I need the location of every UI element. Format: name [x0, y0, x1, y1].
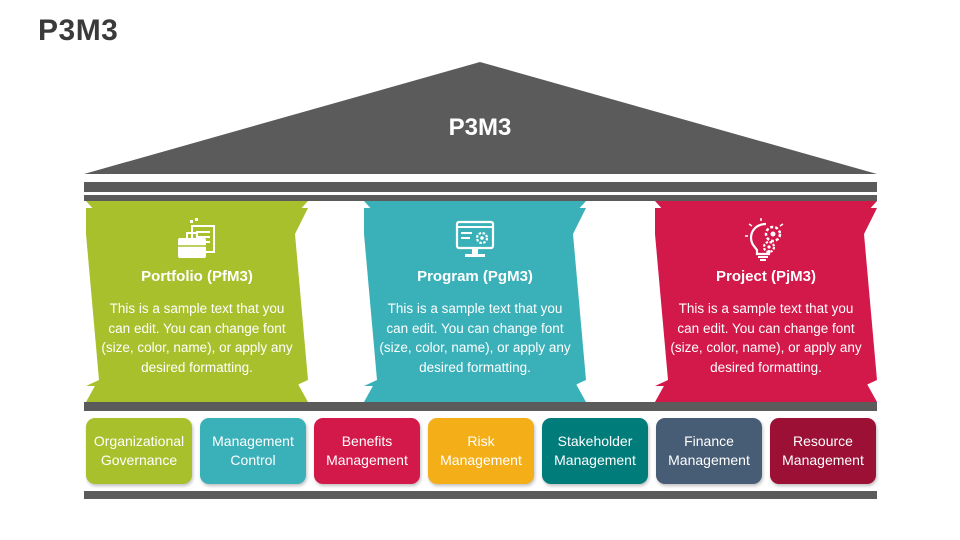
pillar-program-bottom-notch	[364, 384, 586, 402]
monitor-gear-icon	[448, 218, 502, 262]
pillar-program: Program (PgM3) This is a sample text tha…	[364, 216, 586, 386]
pillar-project: Project (PjM3) This is a sample text tha…	[655, 216, 877, 386]
base-item-label: Finance Management	[668, 433, 750, 468]
base-item-stakeholder-management: Stakeholder Management	[542, 418, 648, 484]
base-item-organizational-governance: Organizational Governance	[86, 418, 192, 484]
base-item-label: Benefits Management	[326, 433, 408, 468]
pillar-project-bottom-notch	[655, 384, 877, 402]
base-item-benefits-management: Benefits Management	[314, 418, 420, 484]
pillar-description: This is a sample text that you can edit.…	[101, 301, 293, 375]
pillar-portfolio: Portfolio (PfM3) This is a sample text t…	[86, 216, 308, 386]
base-item-label: Organizational Governance	[93, 433, 185, 468]
top-beam-upper	[84, 182, 877, 192]
base-item-label: Risk Management	[440, 433, 522, 468]
lightbulb-gears-icon	[739, 218, 793, 262]
pillar-project-shape	[655, 208, 877, 386]
base-item-label: Management Control	[212, 433, 294, 468]
bottom-beam	[84, 491, 877, 499]
pillar-project-top-notch	[655, 201, 877, 212]
roof	[84, 62, 877, 174]
pillar-portfolio-top-notch	[86, 201, 308, 212]
middle-beam	[84, 402, 877, 411]
pillar-portfolio-shape	[86, 208, 308, 386]
base-item-risk-management: Risk Management	[428, 418, 534, 484]
pillar-portfolio-bottom-notch	[86, 384, 308, 402]
base-item-label: Resource Management	[782, 433, 864, 468]
base-item-resource-management: Resource Management	[770, 418, 876, 484]
base-item-management-control: Management Control	[200, 418, 306, 484]
slide-title: P3M3	[38, 14, 119, 47]
top-beam-lower	[84, 195, 877, 201]
pillar-title: Portfolio (PfM3)	[141, 268, 253, 285]
pillar-title: Project (PjM3)	[715, 268, 817, 285]
pillar-program-top-notch	[364, 201, 586, 212]
pillar-program-shape	[364, 208, 586, 386]
base-item-label: Stakeholder Management	[554, 433, 636, 468]
base-item-finance-management: Finance Management	[656, 418, 762, 484]
roof-title: P3M3	[448, 114, 512, 141]
briefcase-documents-icon	[170, 218, 224, 262]
pillar-description: This is a sample text that you can edit.…	[670, 301, 862, 375]
pillar-description: This is a sample text that you can edit.…	[379, 301, 571, 375]
pillar-title: Program (PgM3)	[417, 268, 533, 285]
